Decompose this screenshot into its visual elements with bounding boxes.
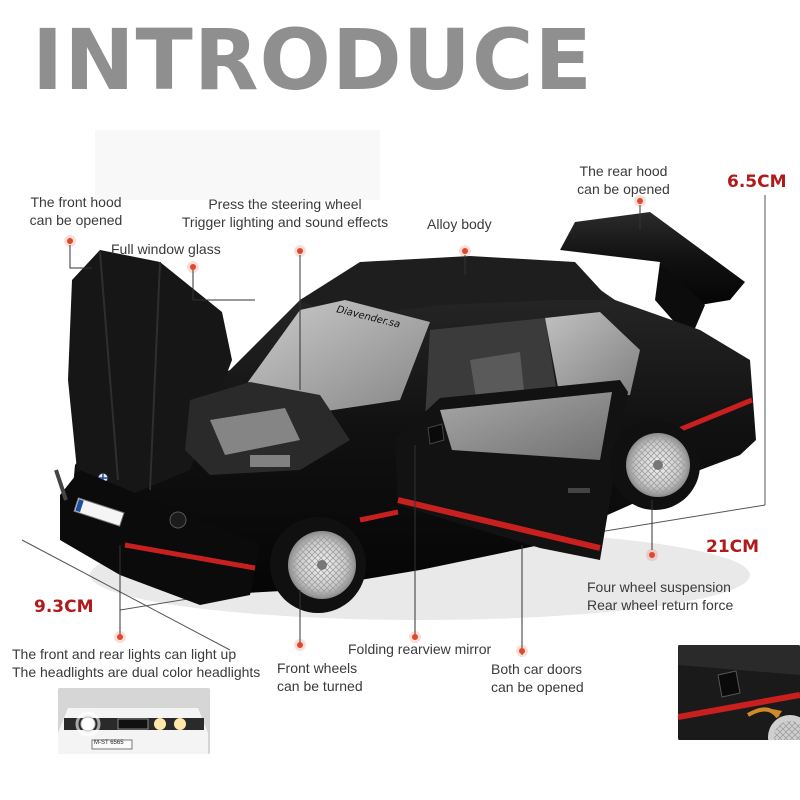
label-lights: The front and rear lights can light up T… — [12, 646, 261, 680]
dot-alloy — [462, 248, 468, 254]
headlights-inset: M-ST 6565 — [58, 688, 210, 754]
label-rear-hood: The rear hood can be opened — [577, 163, 670, 197]
label-window-glass: Full window glass — [111, 241, 221, 257]
windshield — [248, 300, 430, 415]
label-alloy-body: Alloy body — [427, 216, 492, 232]
dimension-height: 6.5CM — [727, 172, 787, 192]
dot-front-wheels — [297, 642, 303, 648]
dot-window-glass — [190, 264, 196, 270]
label-steering-wheel: Press the steering wheel Trigger lightin… — [181, 196, 389, 230]
dot-mirror — [412, 634, 418, 640]
inset-plate-text: M-ST 6565 — [94, 740, 124, 746]
label-suspension: Four wheel suspension Rear wheel return … — [587, 579, 734, 613]
right-headlight-glow — [154, 718, 166, 730]
front-bumper — [60, 470, 260, 605]
dot-suspension — [649, 552, 655, 558]
label-doors: Both car doors can be opened — [491, 661, 584, 695]
side-stripe — [359, 509, 399, 523]
leader-window-glass — [192, 270, 255, 301]
label-mirror: Folding rearview mirror — [348, 641, 492, 657]
dot-rear-hood — [637, 198, 643, 204]
rear-side-window — [545, 312, 640, 398]
license-plate — [73, 497, 125, 527]
dot-lights — [117, 634, 123, 640]
dimension-width: 9.3CM — [34, 597, 94, 617]
label-front-wheels: Front wheels can be turned — [277, 660, 363, 694]
rear-hood — [560, 212, 745, 305]
dot-front-hood — [67, 238, 73, 244]
left-headlight-glow — [80, 716, 96, 732]
label-backdrop — [95, 130, 380, 200]
rearview-mirror — [427, 423, 445, 445]
roof — [300, 256, 610, 318]
label-front-hood: The front hood can be opened — [29, 194, 123, 228]
dimension-length: 21CM — [706, 537, 760, 557]
width-guide — [21, 539, 231, 651]
page-title: INTRODUCE — [32, 11, 593, 109]
headlight — [169, 511, 187, 529]
dot-doors — [519, 648, 525, 654]
dot-steering — [297, 248, 303, 254]
leader-front-hood — [69, 245, 92, 269]
inset-mirror-icon — [717, 670, 741, 698]
mirror-inset — [678, 645, 800, 740]
